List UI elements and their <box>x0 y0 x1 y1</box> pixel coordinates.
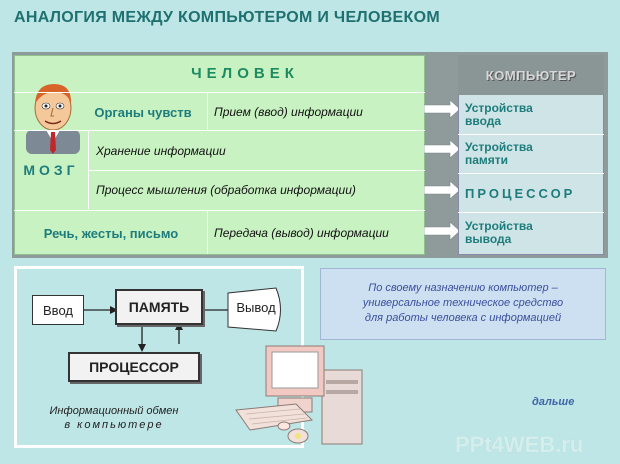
scheme-caption: Информационный обмен в компьютере <box>24 404 204 434</box>
purpose-note-line3: для работы человека с информацией <box>364 312 562 324</box>
computer-divider <box>458 173 604 174</box>
row-speech <box>14 210 425 255</box>
processor-label: ПРОЦЕССОР <box>465 185 576 201</box>
output-box <box>227 287 287 333</box>
slide-title: АНАЛОГИЯ МЕЖДУ КОМПЬЮТЕРОМ И ЧЕЛОВЕКОМ <box>14 9 440 26</box>
processor-cell: ПРОЦЕССОР <box>460 175 602 211</box>
computer-divider <box>458 134 604 135</box>
scheme-caption-line2: в компьютере <box>64 419 164 431</box>
purpose-note-line1: По своему назначению компьютер – <box>368 282 558 294</box>
brain-label: МОЗГ <box>23 162 79 178</box>
next-link[interactable]: дальше <box>532 396 575 408</box>
output-devices-line2: вывода <box>465 232 512 246</box>
processor-box: ПРОЦЕССОР <box>68 352 200 382</box>
row-divider <box>207 211 208 254</box>
speech-label: Речь, жесты, письмо <box>43 225 179 241</box>
input-devices-line1: Устройства <box>465 101 533 115</box>
purpose-note-line2: универсальное техническое средство <box>362 297 564 309</box>
input-devices: Устройства ввода <box>460 97 602 133</box>
output-devices-line1: Устройства <box>465 219 533 233</box>
input-box: Ввод <box>32 295 84 325</box>
input-devices-line2: ввода <box>465 114 502 128</box>
memory-devices: Устройства памяти <box>460 136 602 172</box>
row-brain <box>14 130 425 210</box>
computer-header: КОМПЬЮТЕР <box>458 55 604 95</box>
person-avatar <box>20 76 86 154</box>
organs-function: Прием (ввод) информации <box>214 105 363 119</box>
output-devices: Устройства вывода <box>460 214 602 252</box>
purpose-note: По своему назначению компьютер – универс… <box>320 268 606 340</box>
row-organs <box>14 92 425 130</box>
computer-illustration <box>235 345 363 445</box>
speech-function: Передача (вывод) информации <box>214 226 389 240</box>
brain-divider <box>88 170 425 171</box>
memory-devices-line2: памяти <box>465 153 509 167</box>
memory-devices-line1: Устройства <box>465 140 533 154</box>
output-label: Вывод <box>236 300 276 315</box>
memory-box: ПАМЯТЬ <box>115 289 203 325</box>
thinking-function: Процесс мышления (обработка информации) <box>96 183 356 197</box>
storage-function: Хранение информации <box>96 144 226 158</box>
watermark: PPt4WEB.ru <box>455 432 584 457</box>
scheme-caption-line1: Информационный обмен <box>49 405 179 417</box>
human-block <box>14 55 425 255</box>
mapping-arrows <box>424 99 461 241</box>
human-header: ЧЕЛОВЕК <box>191 65 299 82</box>
computer-divider <box>458 212 604 213</box>
organs-label: Органы чувств <box>94 104 192 120</box>
row-divider <box>207 93 208 129</box>
